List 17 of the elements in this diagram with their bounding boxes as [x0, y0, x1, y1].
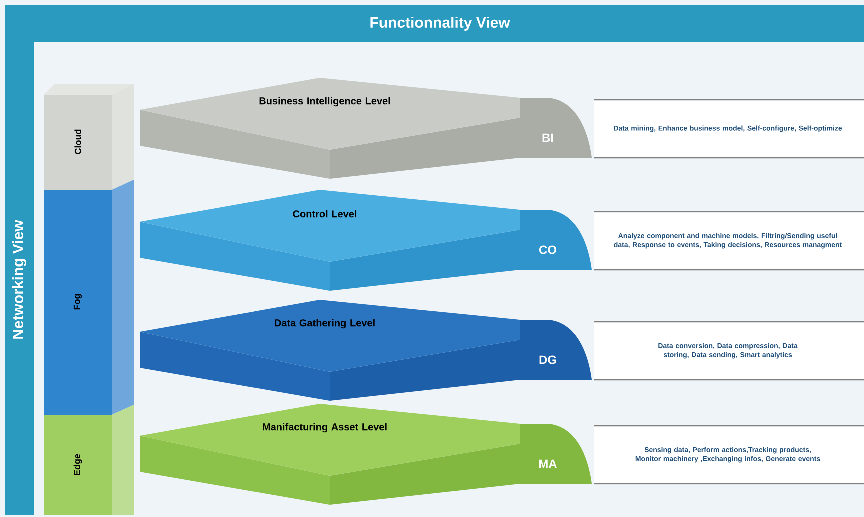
column-segment: Cloud: [44, 84, 134, 190]
level-slab: [140, 78, 592, 179]
level-tag: MA: [539, 460, 558, 468]
level-tag: CO: [540, 246, 556, 254]
level-slab: [140, 300, 592, 401]
column-segment: Edge: [44, 405, 134, 515]
level-slab: [140, 404, 592, 505]
node-label: Networking View: [12, 220, 27, 339]
level-title: Control Level: [293, 210, 357, 218]
level-title: Data Gathering Level: [275, 319, 375, 329]
level-title: Manifacturing Asset Level: [263, 423, 387, 433]
column-segment: Fog: [44, 180, 134, 415]
side-band: Networking View: [5, 42, 34, 515]
level-tag: BI: [542, 134, 554, 142]
level-title: Business Intelligence Level: [260, 97, 390, 107]
level-tag: DG: [540, 356, 556, 364]
level-slab: [140, 190, 592, 291]
